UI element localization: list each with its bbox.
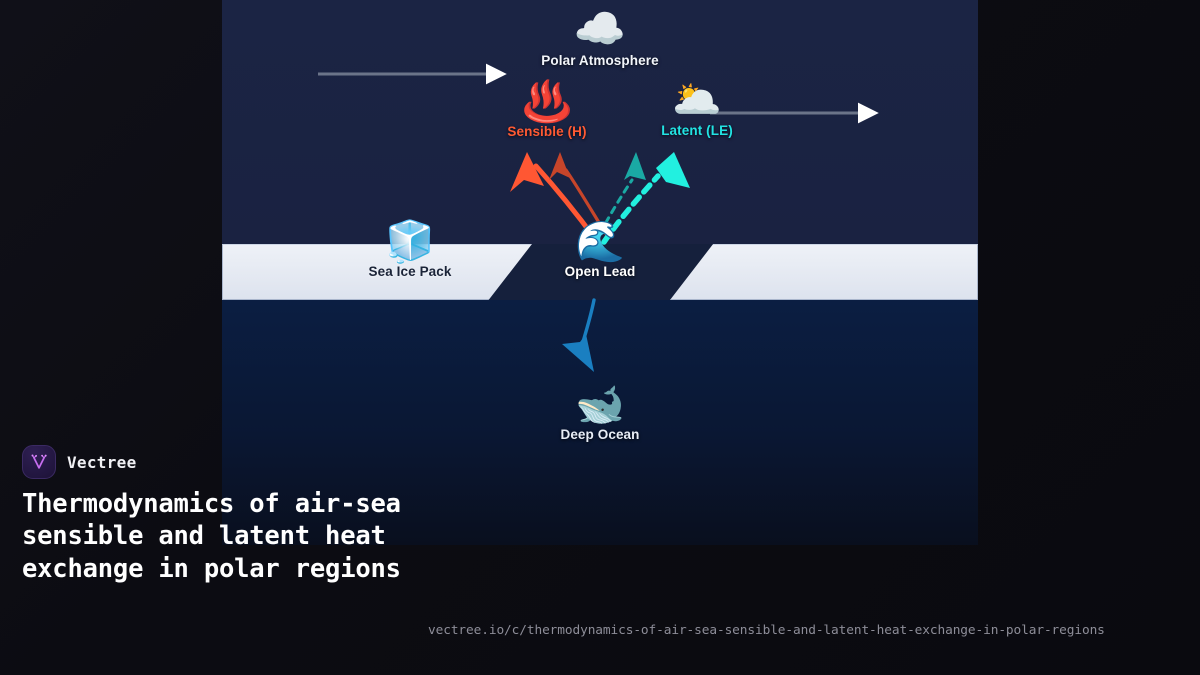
flow-latent-alt (592, 152, 646, 246)
sea-ice-slab-right (670, 244, 978, 300)
flow-ocean-downwelling (562, 298, 596, 372)
node-label: Deep Ocean (560, 427, 640, 442)
diagram-canvas[interactable]: ☁️ Polar Atmosphere ♨️ Sensible (H) 🌥️ L… (222, 0, 978, 545)
node-sensible-heat[interactable]: ♨️ Sensible (H) (447, 82, 647, 139)
node-open-lead[interactable]: 🌊 Open Lead (500, 222, 700, 279)
node-label: Polar Atmosphere (541, 53, 659, 68)
sky-region (222, 0, 978, 244)
node-label: Sea Ice Pack (368, 264, 452, 279)
sea-ice-slab-left (222, 244, 532, 300)
node-label: Latent (LE) (661, 123, 733, 138)
flow-sensible-alt (549, 152, 608, 236)
ocean-region (222, 300, 978, 545)
ice-cube-icon: 🧊 (385, 220, 435, 264)
node-polar-atmosphere[interactable]: ☁️ Polar Atmosphere (500, 5, 700, 69)
vectree-v-logo-icon (22, 445, 56, 479)
whale-icon: 🐋 (575, 383, 625, 427)
node-label: Sensible (H) (507, 124, 587, 139)
node-deep-ocean[interactable]: 🐋 Deep Ocean (500, 385, 700, 442)
caption-block: Vectree Thermodynamics of air-sea sensib… (0, 435, 420, 675)
url-text: vectree.io/c/thermodynamics-of-air-sea-s… (428, 623, 1105, 638)
hot-springs-heat-icon: ♨️ (522, 80, 572, 124)
cloud-square-icon: 🌥️ (672, 78, 722, 122)
flow-arrows-layer (318, 63, 879, 372)
node-sea-ice-pack[interactable]: 🧊 Sea Ice Pack (288, 222, 532, 279)
brand-name: Vectree (67, 452, 137, 472)
ocean-wave-icon: 🌊 (575, 220, 625, 264)
page-title: Thermodynamics of air-sea sensible and l… (22, 489, 401, 584)
brand[interactable]: Vectree (22, 445, 137, 479)
flow-sensible-main (510, 152, 599, 243)
node-latent-heat[interactable]: 🌥️ Latent (LE) (597, 80, 797, 138)
node-label: Open Lead (564, 264, 636, 279)
cloud-icon: ☁️ (573, 5, 627, 52)
flow-latent-main (601, 152, 690, 245)
